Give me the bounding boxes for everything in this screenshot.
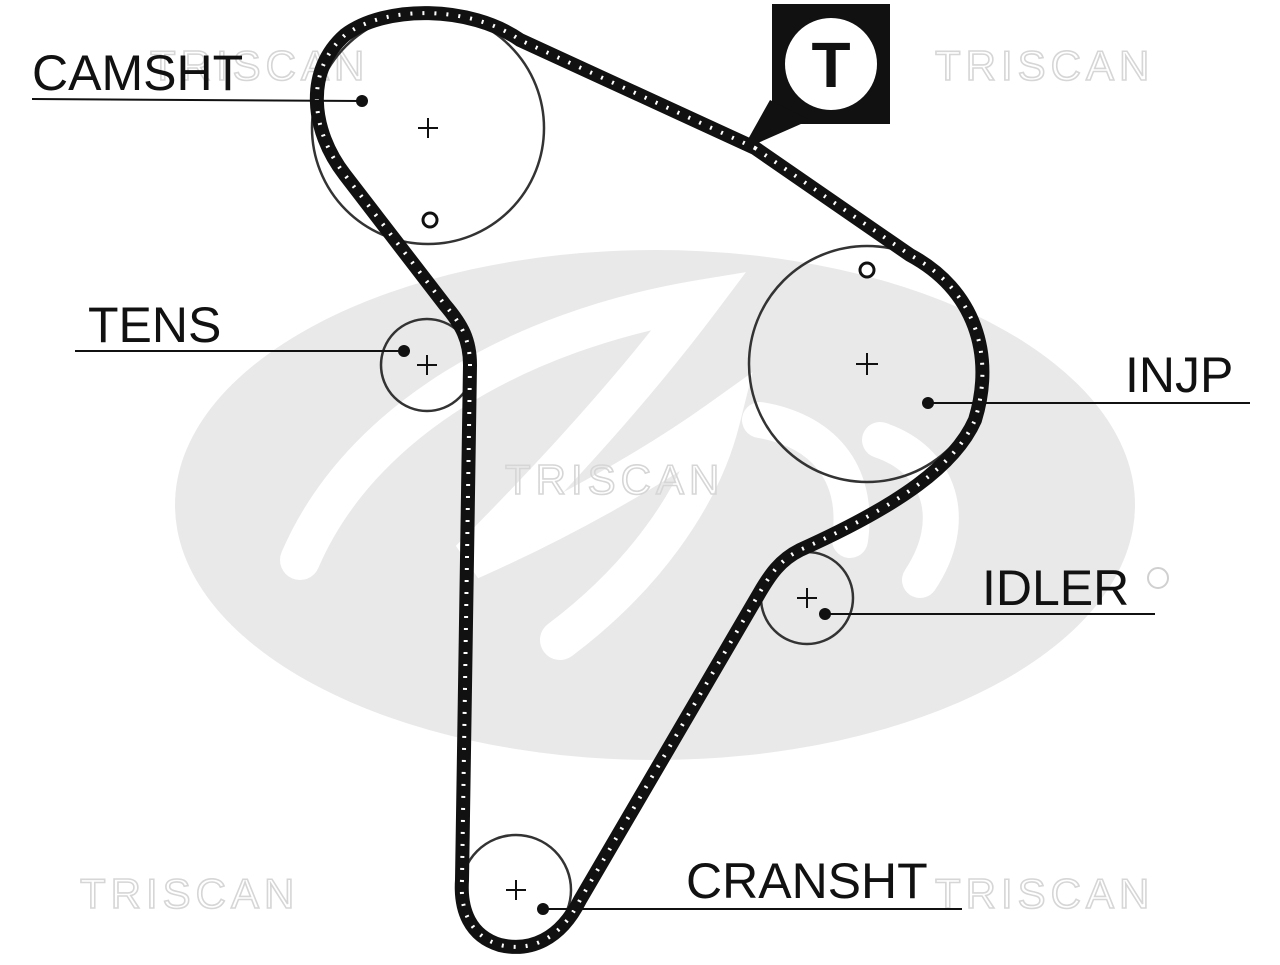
logo-oval: [175, 250, 1135, 760]
gates-logo-watermark: [175, 250, 1169, 760]
badge-letter: T: [811, 29, 850, 101]
crankshaft-center-mark: [506, 880, 526, 900]
tensioner-leader-dot: [398, 345, 410, 357]
leader-lines: [31, 95, 1250, 915]
logo-letters: [742, 402, 959, 598]
tensioner-center-mark: [417, 355, 437, 375]
badge-pointer: [742, 100, 810, 150]
camshaft-center-mark: [418, 118, 438, 138]
injection-pump-leader-dot: [922, 397, 934, 409]
label-idler: IDLER: [982, 560, 1129, 616]
label-crankshaft: CRANSHT: [686, 853, 928, 909]
injection-pump-center-mark: [856, 353, 878, 375]
registered-mark: [1147, 567, 1169, 589]
camshaft-leader-dot: [356, 95, 368, 107]
belt-type-badge: T: [742, 4, 890, 150]
watermark-top-right: TRISCAN: [935, 42, 1154, 89]
watermark-center: TRISCAN: [505, 456, 724, 503]
idler-leader-dot: [819, 608, 831, 620]
camshaft-timing-mark: [421, 211, 439, 229]
label-injection-pump: INJP: [1125, 347, 1233, 403]
badge-circle: [785, 18, 877, 110]
watermark-bottom-right: TRISCAN: [935, 870, 1154, 917]
logo-swash: [280, 272, 753, 660]
camshaft-pulley: [310, 10, 546, 246]
idler-center-mark: [797, 588, 817, 608]
label-tensioner: TENS: [88, 297, 221, 353]
camshaft-leader-line: [31, 98, 363, 102]
label-camshaft: CAMSHT: [32, 45, 243, 101]
belt-outer: [309, 6, 990, 954]
timing-belt: [309, 6, 990, 954]
watermark-bottom-left: TRISCAN: [80, 870, 299, 917]
injection-pump-timing-mark: [858, 261, 876, 279]
crankshaft-leader-dot: [537, 903, 549, 915]
